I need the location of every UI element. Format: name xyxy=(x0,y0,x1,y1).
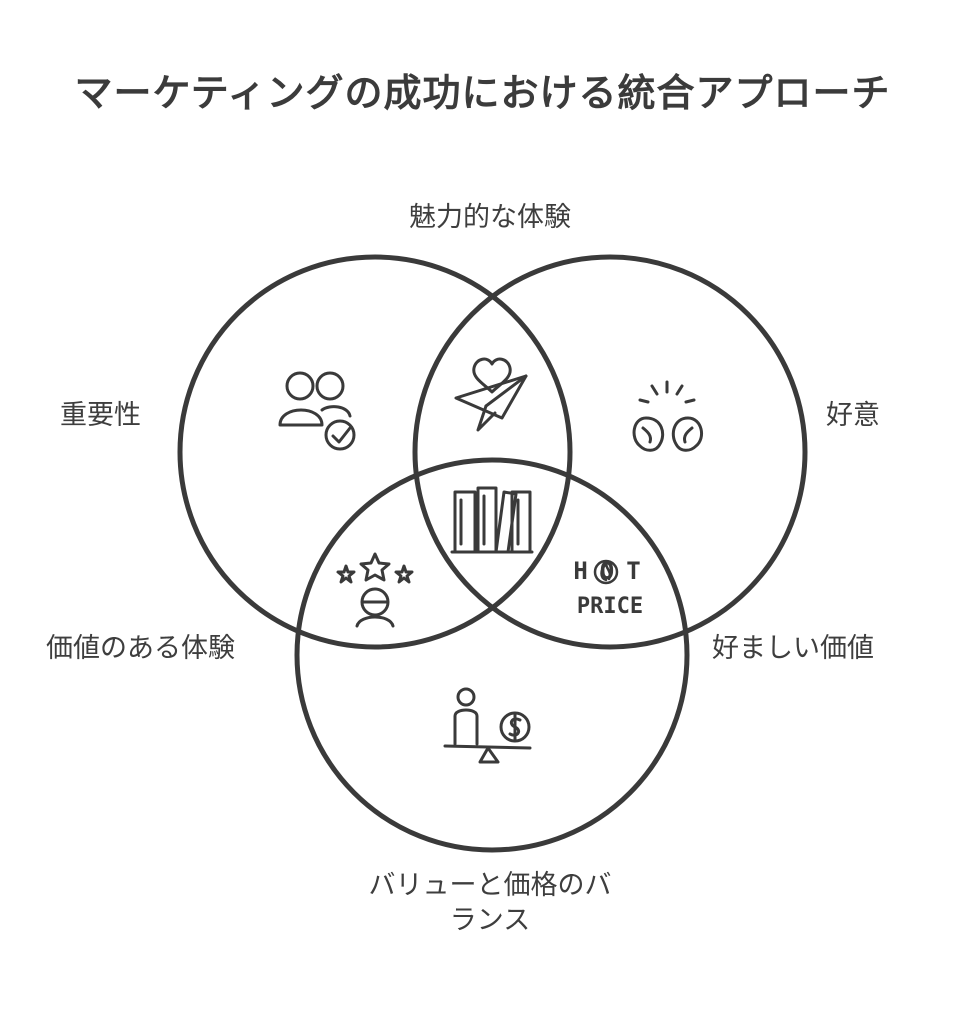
label-preferred-value: 好ましい価値 xyxy=(712,633,874,664)
hot-price-icon: HOT PRICE xyxy=(560,553,660,625)
boxing-gloves-icon xyxy=(632,380,704,452)
heart-paper-plane-icon xyxy=(454,357,528,432)
label-value-price-balance-line2: ランス xyxy=(449,905,531,937)
hot-price-line2: PRICE xyxy=(576,594,644,619)
page-title: マーケティングの成功における統合アプローチ xyxy=(74,71,891,115)
label-attractive-experience: 魅力的な体験 xyxy=(409,202,571,233)
hot-price-line1: HOT xyxy=(573,557,653,585)
label-value-price-balance: バリューと価格のバ ランス xyxy=(300,868,680,938)
flame-icon xyxy=(593,559,619,585)
circle-importance xyxy=(177,254,573,650)
label-value-price-balance-line1: バリューと価格のバ xyxy=(368,870,612,901)
circle-value-price-balance xyxy=(294,457,690,853)
dizzy-stars-person-icon xyxy=(336,552,414,628)
circle-liking xyxy=(412,254,808,650)
label-importance: 重要性 xyxy=(60,400,141,431)
label-valuable-experience: 価値のある体験 xyxy=(46,633,235,664)
label-liking: 好意 xyxy=(826,400,880,431)
person-money-scale-icon xyxy=(443,687,532,764)
book-spines-icon xyxy=(450,486,534,554)
users-check-icon xyxy=(278,371,356,451)
